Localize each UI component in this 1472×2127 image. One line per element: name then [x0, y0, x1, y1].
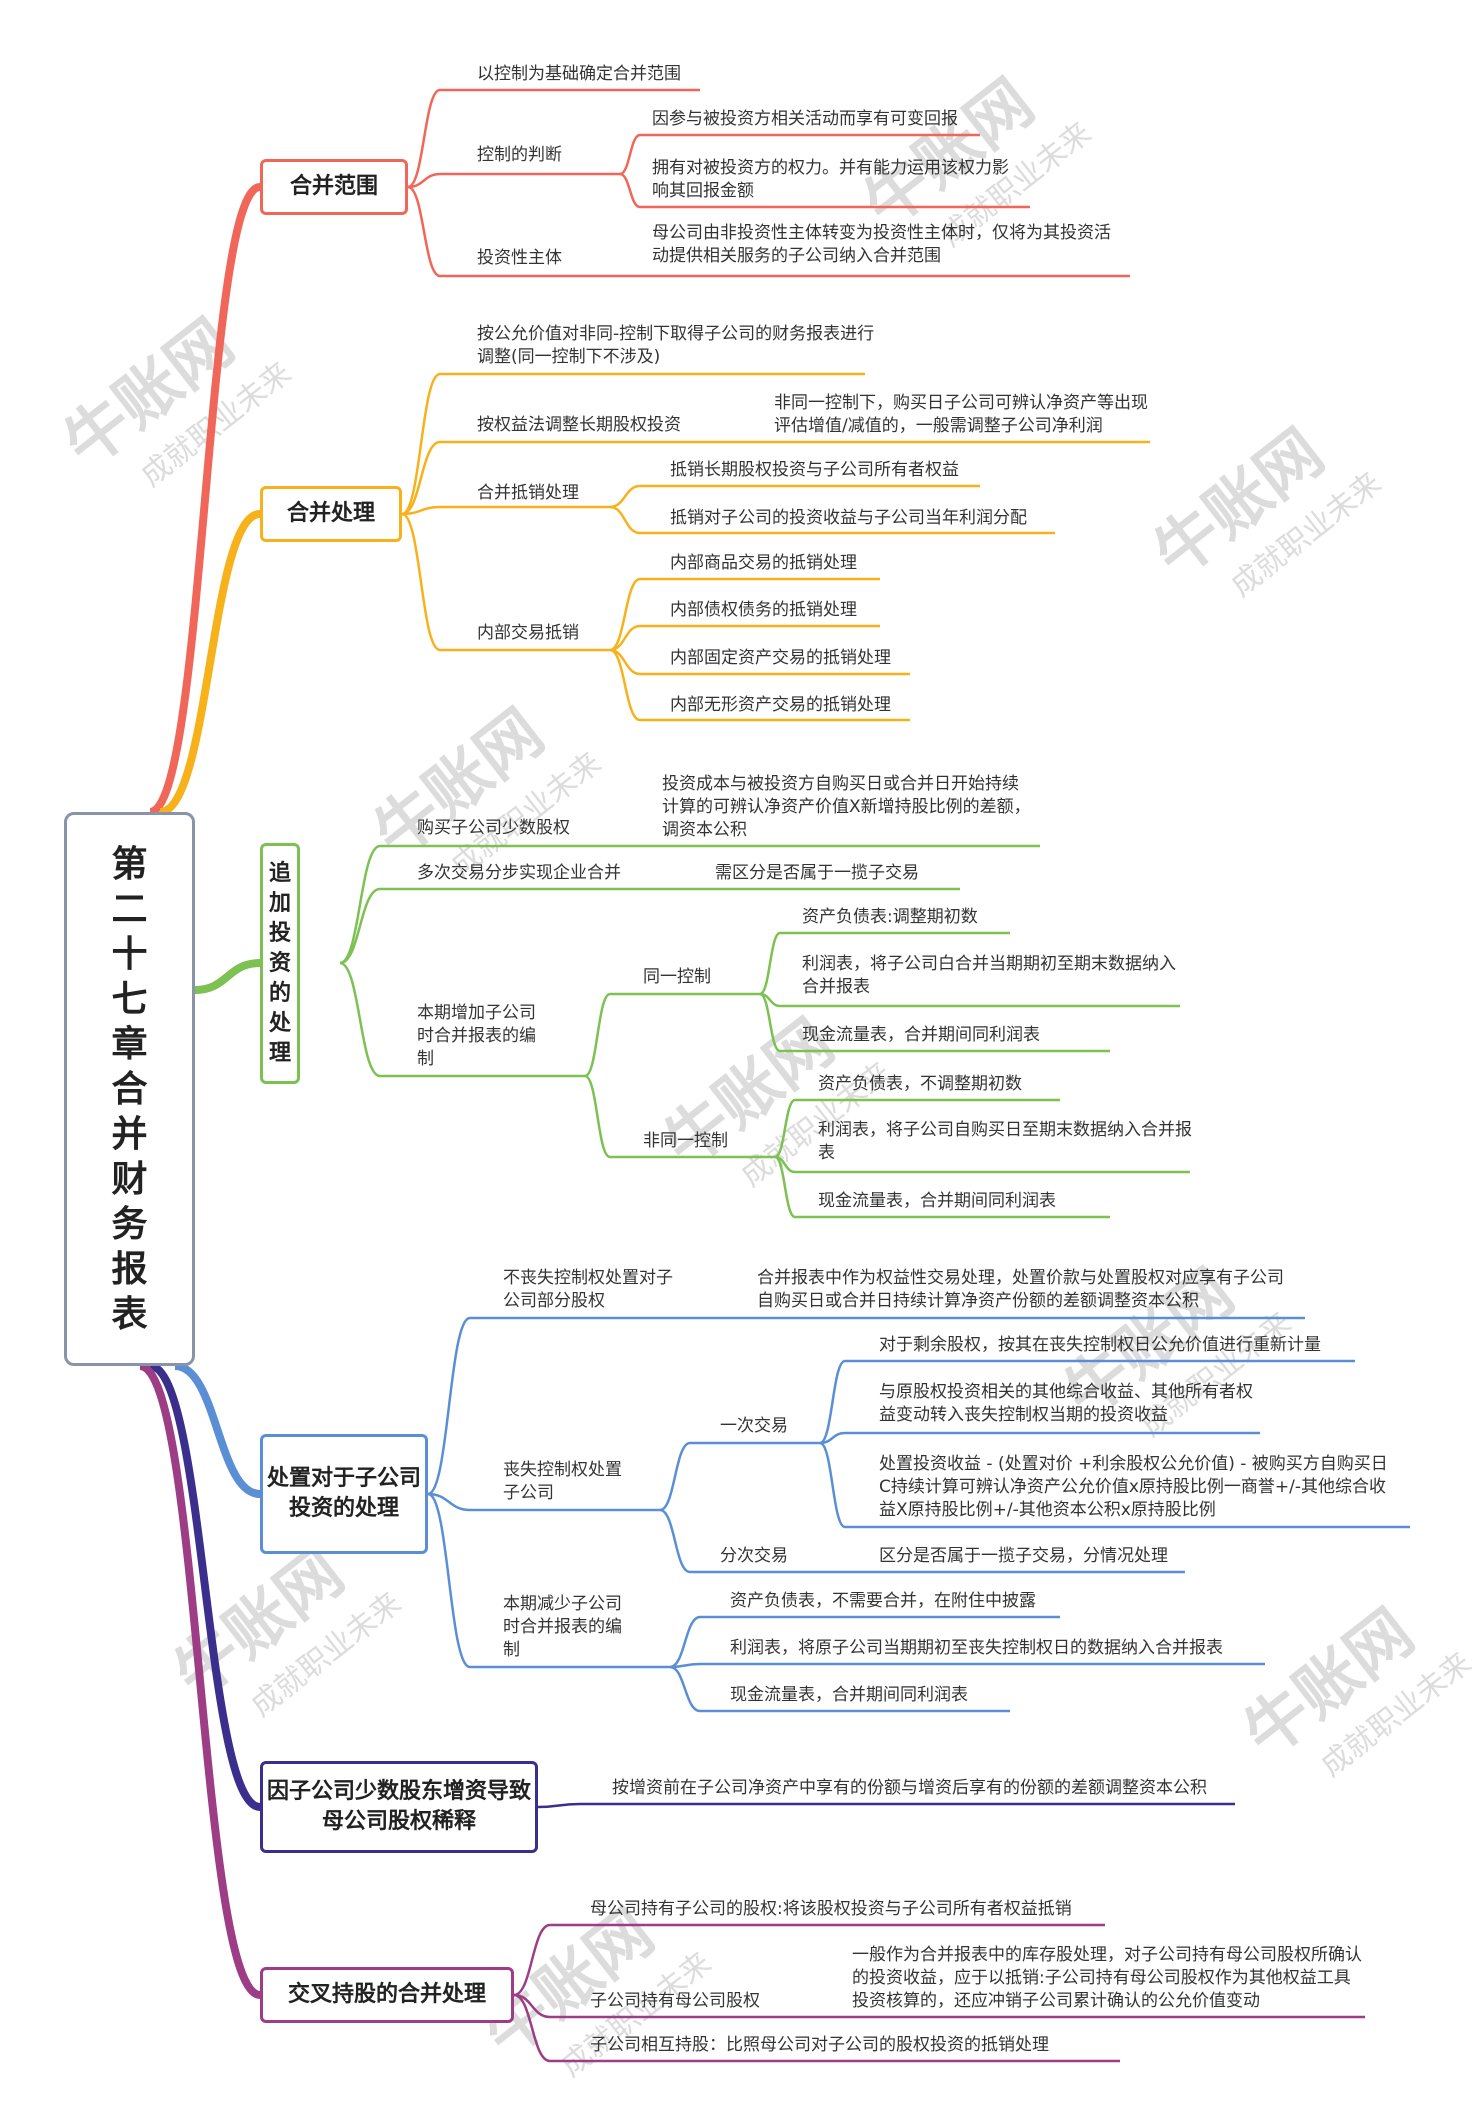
connector-curve	[427, 1316, 471, 1496]
node-fair-value-adjust[interactable]: 按公允价值对非同-控制下取得子公司的财务报表进行调整(同一控制下不涉及)	[477, 324, 875, 367]
connector-curve	[609, 577, 641, 652]
node-equity-method-detail[interactable]: 非同一控制下，购买日子公司可辨认净资产等出现评估增值/减值的，一般需调整子公司净…	[774, 393, 1148, 436]
node-investment-entity-detail[interactable]: 母公司由非投资性主体转变为投资性主体时，仅将为其投资活动提供相关服务的子公司纳入…	[652, 223, 1111, 266]
node-same-cf[interactable]: 现金流量表，合并期间同利润表	[802, 1025, 1040, 1045]
connector-curve	[339, 844, 381, 965]
connector-curve	[401, 505, 441, 516]
node-sub-holds-parent[interactable]: 子公司持有母公司股权	[590, 1991, 760, 2011]
connector-curve	[584, 992, 611, 1078]
connector-curve	[619, 133, 641, 176]
node-lose-control[interactable]: 丧失控制权处置子公司	[503, 1460, 622, 1503]
node-buy-minority[interactable]: 购买子公司少数股权	[417, 818, 570, 838]
node-internal-intangible[interactable]: 内部无形资产交易的抵销处理	[670, 695, 891, 715]
node-sub-holds-parent-detail[interactable]: 一般作为合并报表中的库存股处理，对子公司持有母公司股权所确认的投资收益，应于以抵…	[852, 1945, 1362, 2011]
node-package-deal[interactable]: 区分是否属于一揽子交易，分情况处理	[879, 1546, 1168, 1566]
node-remeasure-remaining[interactable]: 对于剩余股权，按其在丧失控制权日公允价值进行重新计量	[879, 1335, 1321, 1355]
node-decrease-subsidiary[interactable]: 本期减少子公司时合并报表的编制	[503, 1594, 622, 1660]
connector-curve	[158, 510, 262, 816]
connector-curve	[609, 648, 641, 722]
node-internal-debt[interactable]: 内部债权债务的抵销处理	[670, 600, 857, 620]
topic-consolidation-procedure[interactable]: 合并处理	[260, 486, 402, 542]
topic-dilution[interactable]: 因子公司少数股东增资导致母公司股权稀释	[260, 1761, 538, 1853]
root-topic[interactable]: 第二十七章合并财务报表	[64, 812, 195, 1366]
node-disposal-gain-formula[interactable]: 处置投资收益 - (处置对价 +利余股权公允价值) - 被购买方自购买日C持续计…	[879, 1454, 1388, 1520]
topic-consolidation-scope[interactable]: 合并范围	[260, 159, 408, 215]
node-nonsame-cf[interactable]: 现金流量表，合并期间同利润表	[818, 1191, 1056, 1211]
topic-cross-holding[interactable]: 交叉持股的合并处理	[260, 1967, 514, 2023]
node-subs-mutual-holding[interactable]: 子公司相互持股：比照母公司对子公司的股权投资的抵销处理	[590, 2035, 1049, 2055]
connector-curve	[619, 172, 641, 209]
connector-curve	[339, 887, 381, 965]
node-elimination[interactable]: 合并抵销处理	[477, 483, 579, 503]
connector-curve	[401, 512, 441, 652]
node-nonsame-bs[interactable]: 资产负债表，不调整期初数	[818, 1074, 1022, 1094]
connector-curve	[819, 1359, 846, 1445]
connector-curve	[659, 1441, 691, 1512]
node-internal-goods[interactable]: 内部商品交易的抵销处理	[670, 553, 857, 573]
connector-curve	[427, 1492, 471, 1669]
connector-curve	[774, 1155, 796, 1219]
connector-curve	[138, 1362, 262, 1999]
connector-curve	[669, 1615, 701, 1669]
topic-disposal[interactable]: 处置对于子公司投资的处理	[260, 1434, 428, 1554]
node-single-transaction[interactable]: 一次交易	[720, 1416, 788, 1436]
node-partial-disposal-detail[interactable]: 合并报表中作为权益性交易处理，处置价款与处置股权对应享有子公司自购买日或合并日持…	[757, 1268, 1284, 1311]
node-elim-income[interactable]: 抵销对子公司的投资收益与子公司当年利润分配	[670, 508, 1027, 528]
connector-curve	[537, 1802, 581, 1809]
connector-curve	[407, 88, 441, 189]
connector-curve	[174, 1362, 261, 1498]
connector-curve	[513, 1923, 551, 1997]
node-step-acquisition-detail[interactable]: 需区分是否属于一揽子交易	[715, 863, 919, 883]
node-elim-equity[interactable]: 抵销长期股权投资与子公司所有者权益	[670, 460, 959, 480]
node-same-is[interactable]: 利润表，将子公司白合并当期期初至期末数据纳入合并报表	[802, 954, 1176, 997]
node-parent-holds-sub[interactable]: 母公司持有子公司的股权:将该股权投资与子公司所有者权益抵销	[590, 1899, 1072, 1919]
node-control-basis[interactable]: 以控制为基础确定合并范围	[477, 64, 681, 84]
connector-curve	[774, 1098, 796, 1159]
node-partial-disposal[interactable]: 不丧失控制权处置对子公司部分股权	[503, 1268, 673, 1311]
connector-curve	[148, 183, 262, 816]
node-internal-transactions[interactable]: 内部交易抵销	[477, 623, 579, 643]
node-non-same-control[interactable]: 非同一控制	[643, 1131, 728, 1151]
node-dec-bs[interactable]: 资产负债表，不需要合并，在附住中披露	[730, 1591, 1036, 1611]
node-step-acquisition[interactable]: 多次交易分步实现企业合并	[417, 863, 621, 883]
node-investment-entity[interactable]: 投资性主体	[477, 248, 562, 268]
node-buy-minority-detail[interactable]: 投资成本与被投资方自购买日或合并日开始持续计算的可辨认净资产价值X新增持股比例的…	[662, 774, 1031, 840]
connector-curve	[659, 1508, 691, 1574]
node-dilution-detail[interactable]: 按增资前在子公司净资产中享有的份额与增资后享有的份额的差额调整资本公积	[612, 1778, 1207, 1798]
connector-curve	[401, 372, 441, 516]
node-multiple-transactions[interactable]: 分次交易	[720, 1546, 788, 1566]
connector-curve	[819, 1441, 846, 1529]
connector-curve	[401, 440, 441, 516]
node-power[interactable]: 拥有对被投资方的权力。并有能力运用该权力影响其回报金额	[652, 158, 1009, 201]
node-variable-returns[interactable]: 因参与被投资方相关活动而享有可变回报	[652, 109, 958, 129]
node-dec-is[interactable]: 利润表，将原子公司当期期初至丧失控制权日的数据纳入合并报表	[730, 1638, 1223, 1658]
connector-curve	[759, 992, 781, 1053]
connector-curve	[194, 959, 261, 994]
connector-curve	[759, 931, 781, 996]
connector-curve	[819, 1431, 846, 1445]
node-nonsame-is[interactable]: 利润表，将子公司自购买日至期末数据纳入合并报表	[818, 1120, 1192, 1163]
node-internal-fixed-assets[interactable]: 内部固定资产交易的抵销处理	[670, 648, 891, 668]
node-same-control[interactable]: 同一控制	[643, 967, 711, 987]
connector-curve	[148, 1362, 262, 1811]
topic-additional-investment[interactable]: 追加投资的处理	[260, 843, 300, 1084]
connector-curve	[669, 1665, 701, 1713]
connector-curve	[407, 185, 441, 278]
connector-curve	[407, 172, 441, 189]
node-control-judgement[interactable]: 控制的判断	[477, 145, 562, 165]
connector-curve	[609, 505, 641, 535]
connector-curve	[584, 1074, 611, 1159]
connector-curve	[609, 484, 641, 509]
connector-curve	[427, 1492, 471, 1512]
node-oci-transfer[interactable]: 与原股权投资相关的其他综合收益、其他所有者权益变动转入丧失控制权当期的投资收益	[879, 1382, 1253, 1425]
node-increase-subsidiary[interactable]: 本期增加子公司时合并报表的编制	[417, 1003, 536, 1069]
connector-curve	[513, 1993, 551, 2063]
node-same-bs[interactable]: 资产负债表:调整期初数	[802, 907, 978, 927]
connector-curve	[339, 961, 381, 1078]
node-equity-method-adjust[interactable]: 按权益法调整长期股权投资	[477, 415, 681, 435]
node-dec-cf[interactable]: 现金流量表，合并期间同利润表	[730, 1685, 968, 1705]
